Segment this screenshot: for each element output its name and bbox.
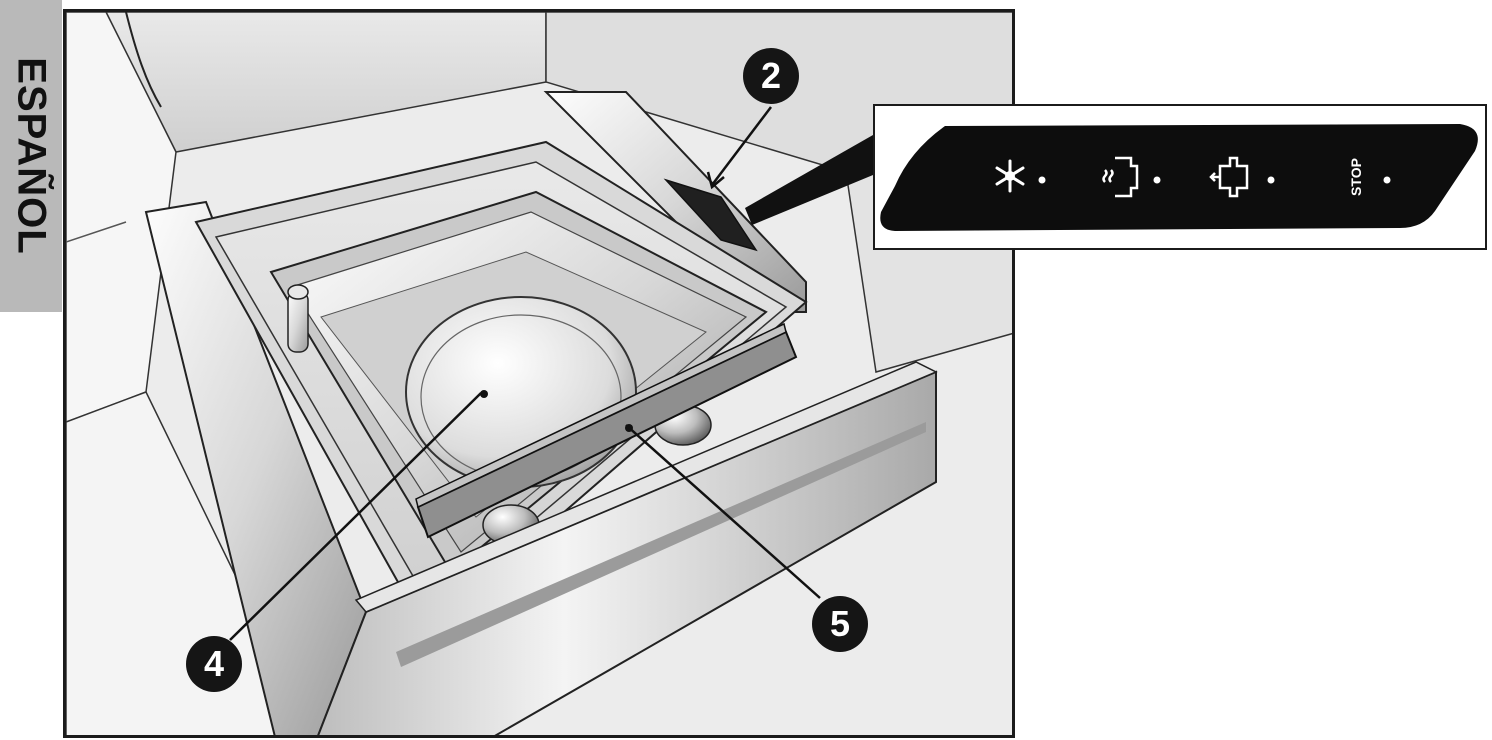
control-panel: STOP <box>880 124 1478 231</box>
circulation-icon[interactable] <box>1209 156 1275 198</box>
stop-button[interactable]: STOP <box>1348 158 1391 196</box>
callout-2: 2 <box>743 48 799 104</box>
control-panel-inset: STOP <box>873 104 1487 250</box>
steam-icon[interactable] <box>1102 156 1161 198</box>
stop-label: STOP <box>1348 158 1364 196</box>
drawer-drawing <box>66 12 1012 735</box>
drawer-illustration <box>63 9 1015 738</box>
snowflake-icon[interactable] <box>995 159 1046 193</box>
callout-5: 5 <box>812 596 868 652</box>
language-tab: ESPAÑOL <box>0 0 62 312</box>
callout-4: 4 <box>186 636 242 692</box>
language-tab-label: ESPAÑOL <box>9 57 54 255</box>
control-panel-strip <box>880 124 1478 231</box>
